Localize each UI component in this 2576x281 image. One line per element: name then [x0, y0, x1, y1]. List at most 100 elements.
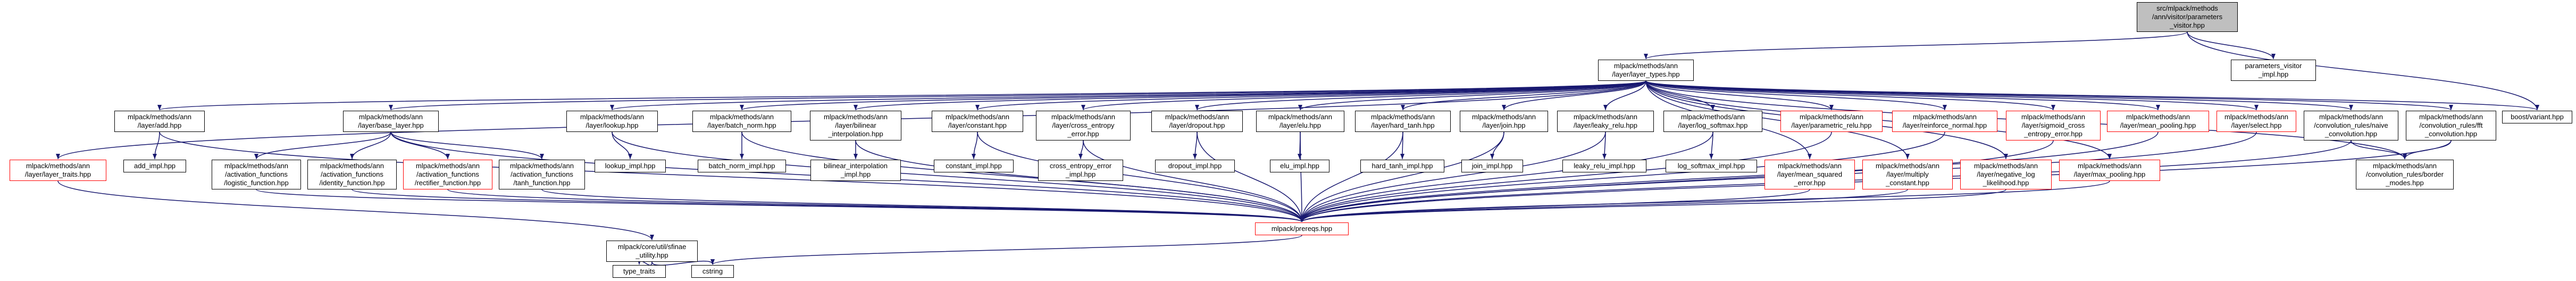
- graph-node-label-line: /convolution_rules/border: [2366, 170, 2444, 178]
- graph-node-label-line: /layer/negative_log: [1977, 170, 2035, 178]
- graph-node-select[interactable]: mlpack/methods/ann/layer/select.hpp: [2217, 111, 2296, 132]
- graph-node-sfinae[interactable]: mlpack/core/util/sfinae_utility.hpp: [606, 241, 698, 262]
- include-edge-identity-to-prereqs: [352, 189, 1304, 222]
- graph-node-hard_tanh_impl[interactable]: hard_tanh_impl.hpp: [1360, 160, 1444, 172]
- include-edge-layer_types-to-dropout: [1195, 80, 1646, 111]
- graph-node-multiply_constant[interactable]: mlpack/methods/ann/layer/multiply_consta…: [1862, 160, 1953, 189]
- graph-node-label-line: /activation_functions: [511, 170, 573, 178]
- graph-node-label-line: mlpack/methods/ann: [580, 113, 644, 121]
- graph-node-prereqs[interactable]: mlpack/prereqs.hpp: [1255, 222, 1349, 235]
- graph-node-tanh_fn[interactable]: mlpack/methods/ann/activation_functions/…: [499, 160, 585, 189]
- graph-node-bilinear[interactable]: mlpack/methods/ann/layer/bilinear_interp…: [810, 111, 901, 140]
- include-edge-join-to-prereqs: [1300, 131, 1504, 222]
- graph-node-border_modes[interactable]: mlpack/methods/ann/convolution_rules/bor…: [2356, 160, 2454, 189]
- graph-node-bilinear_impl[interactable]: bilinear_interpolation_impl.hpp: [810, 160, 901, 181]
- include-edge-layer_types-to-boost_variant: [1645, 80, 2539, 111]
- include-edge-base_layer-to-tanh_fn: [390, 131, 544, 160]
- graph-node-parametric_relu[interactable]: mlpack/methods/ann/layer/parametric_relu…: [1780, 111, 1883, 132]
- graph-node-label-line: mlpack/methods/ann: [1913, 113, 1977, 121]
- graph-node-fft_conv[interactable]: mlpack/methods/ann/convolution_rules/fft…: [2406, 111, 2496, 140]
- graph-node-base_layer[interactable]: mlpack/methods/ann/layer/base_layer.hpp: [343, 111, 439, 132]
- graph-node-batch_norm_impl[interactable]: batch_norm_impl.hpp: [698, 160, 786, 172]
- graph-node-layer_traits[interactable]: mlpack/methods/ann/layer/layer_traits.hp…: [10, 160, 106, 181]
- include-edge-log_softmax-to-log_softmax_impl: [1709, 131, 1714, 160]
- include-edge-layer_types-to-fft_conv: [1645, 80, 2453, 111]
- graph-node-mean_pooling[interactable]: mlpack/methods/ann/layer/mean_pooling.hp…: [2107, 111, 2209, 132]
- graph-node-label-line: /layer/base_layer.hpp: [358, 121, 424, 129]
- graph-node-label-line: /activation_functions: [321, 170, 383, 178]
- graph-node-label-line: mlpack/methods/ann: [824, 113, 888, 121]
- graph-node-label-line: mlpack/methods/ann: [416, 162, 480, 170]
- graph-node-label-line: hard_tanh_impl.hpp: [1371, 162, 1433, 170]
- include-edge-log_softmax-to-prereqs: [1300, 131, 1713, 222]
- graph-node-sigmoid_cross[interactable]: mlpack/methods/ann/layer/sigmoid_cross_e…: [2006, 111, 2101, 140]
- graph-node-add_impl[interactable]: add_impl.hpp: [123, 160, 186, 172]
- graph-node-batch_norm[interactable]: mlpack/methods/ann/layer/batch_norm.hpp: [692, 111, 791, 132]
- graph-node-identity[interactable]: mlpack/methods/ann/activation_functions/…: [307, 160, 397, 189]
- graph-node-label-line: mlpack/methods/ann: [510, 162, 574, 170]
- graph-node-leaky_relu[interactable]: mlpack/methods/ann/layer/leaky_relu.hpp: [1557, 111, 1654, 132]
- include-edge-cross_entropy-to-cross_entropy_impl: [1078, 140, 1084, 160]
- include-edge-layer_types-to-select: [1645, 80, 2259, 111]
- graph-node-label-line: mlpack/methods/ann: [2373, 162, 2437, 170]
- include-edge-base_layer-to-rectifier: [390, 131, 450, 160]
- graph-node-dropout_impl[interactable]: dropout_impl.hpp: [1155, 160, 1235, 172]
- graph-node-label-line: /layer/elu.hpp: [1279, 121, 1322, 129]
- graph-node-type_traits[interactable]: type_traits: [613, 265, 666, 278]
- graph-node-add[interactable]: mlpack/methods/ann/layer/add.hpp: [114, 111, 205, 132]
- include-edge-layer_types-to-cross_entropy: [1081, 80, 1646, 111]
- include-edge-constant-to-prereqs: [977, 131, 1304, 222]
- graph-node-label-line: mlpack/methods/ann: [1268, 113, 1332, 121]
- graph-node-max_pooling[interactable]: mlpack/methods/ann/layer/max_pooling.hpp: [2059, 160, 2160, 181]
- graph-node-constant[interactable]: mlpack/methods/ann/layer/constant.hpp: [932, 111, 1023, 132]
- graph-node-leaky_relu_impl[interactable]: leaky_relu_impl.hpp: [1562, 160, 1646, 172]
- include-edge-layer_types-to-naive_conv: [1645, 80, 2353, 111]
- graph-node-label-line: /layer/parametric_relu.hpp: [1791, 121, 1872, 129]
- graph-node-label-line: _impl.hpp: [840, 170, 871, 178]
- graph-node-lookup_impl[interactable]: lookup_impl.hpp: [595, 160, 666, 172]
- graph-node-label-line: src/mlpack/methods: [2156, 4, 2218, 12]
- graph-node-label-line: add_impl.hpp: [133, 162, 176, 170]
- graph-node-join[interactable]: mlpack/methods/ann/layer/join.hpp: [1460, 111, 1548, 132]
- graph-node-label-line: bilinear_interpolation: [824, 162, 888, 170]
- graph-node-constant_impl[interactable]: constant_impl.hpp: [934, 160, 1014, 172]
- graph-node-label-line: dropout_impl.hpp: [1168, 162, 1222, 170]
- include-edge-constant-to-constant_impl: [972, 131, 978, 160]
- graph-node-top[interactable]: src/mlpack/methods/ann/visitor/parameter…: [2137, 2, 2238, 32]
- graph-node-log_softmax[interactable]: mlpack/methods/ann/layer/log_softmax.hpp: [1663, 111, 1762, 132]
- graph-node-label-line: _visitor.hpp: [2170, 21, 2205, 29]
- graph-node-label-line: mlpack/methods/ann: [1876, 162, 1939, 170]
- graph-node-label-line: elu_impl.hpp: [1280, 162, 1319, 170]
- include-edge-layer_types-to-sigmoid_cross: [1645, 80, 2055, 111]
- graph-node-dropout[interactable]: mlpack/methods/ann/layer/dropout.hpp: [1151, 111, 1243, 132]
- graph-node-cross_entropy_impl[interactable]: cross_entropy_error_impl.hpp: [1038, 160, 1123, 181]
- graph-node-reinforce_normal[interactable]: mlpack/methods/ann/layer/reinforce_norma…: [1892, 111, 1997, 132]
- graph-node-logistic[interactable]: mlpack/methods/ann/activation_functions/…: [212, 160, 301, 189]
- graph-node-log_softmax_impl[interactable]: log_softmax_impl.hpp: [1666, 160, 1757, 172]
- graph-node-label-line: boost/variant.hpp: [2511, 113, 2564, 121]
- graph-node-elu[interactable]: mlpack/methods/ann/layer/elu.hpp: [1256, 111, 1344, 132]
- graph-node-label-line: constant_impl.hpp: [946, 162, 1002, 170]
- graph-node-label-line: mlpack/methods/ann: [1165, 113, 1229, 121]
- include-edge-layer_types-to-hard_tanh: [1401, 80, 1646, 111]
- graph-node-negative_log[interactable]: mlpack/methods/ann/layer/negative_log_li…: [1960, 160, 2052, 189]
- include-edge-naive_conv-to-border_modes: [2351, 140, 2407, 160]
- graph-node-label-line: /layer/bilinear: [835, 121, 876, 129]
- graph-node-layer_types[interactable]: mlpack/methods/ann/layer/layer_types.hpp: [1598, 60, 1694, 81]
- graph-node-label-line: /layer/multiply: [1886, 170, 1929, 178]
- graph-node-rectifier[interactable]: mlpack/methods/ann/activation_functions/…: [403, 160, 492, 189]
- graph-node-cstring[interactable]: cstring: [691, 265, 734, 278]
- graph-node-cross_entropy[interactable]: mlpack/methods/ann/layer/cross_entropy_e…: [1036, 111, 1131, 140]
- graph-node-elu_impl[interactable]: elu_impl.hpp: [1270, 160, 1329, 172]
- graph-node-hard_tanh[interactable]: mlpack/methods/ann/layer/hard_tanh.hpp: [1355, 111, 1451, 132]
- graph-node-label-line: _entropy_error.hpp: [2024, 130, 2082, 138]
- graph-node-boost_variant[interactable]: boost/variant.hpp: [2502, 111, 2572, 123]
- graph-node-pv_impl[interactable]: parameters_visitor_impl.hpp: [2231, 60, 2316, 81]
- graph-node-naive_conv[interactable]: mlpack/methods/ann/convolution_rules/nai…: [2304, 111, 2398, 140]
- graph-node-join_impl[interactable]: join_impl.hpp: [1461, 160, 1523, 172]
- include-edge-top-to-layer_types: [1644, 31, 2188, 60]
- graph-node-lookup[interactable]: mlpack/methods/ann/layer/lookup.hpp: [566, 111, 658, 132]
- graph-node-mean_squared[interactable]: mlpack/methods/ann/layer/mean_squared_er…: [1764, 160, 1855, 189]
- graph-node-label-line: /identity_function.hpp: [319, 179, 385, 187]
